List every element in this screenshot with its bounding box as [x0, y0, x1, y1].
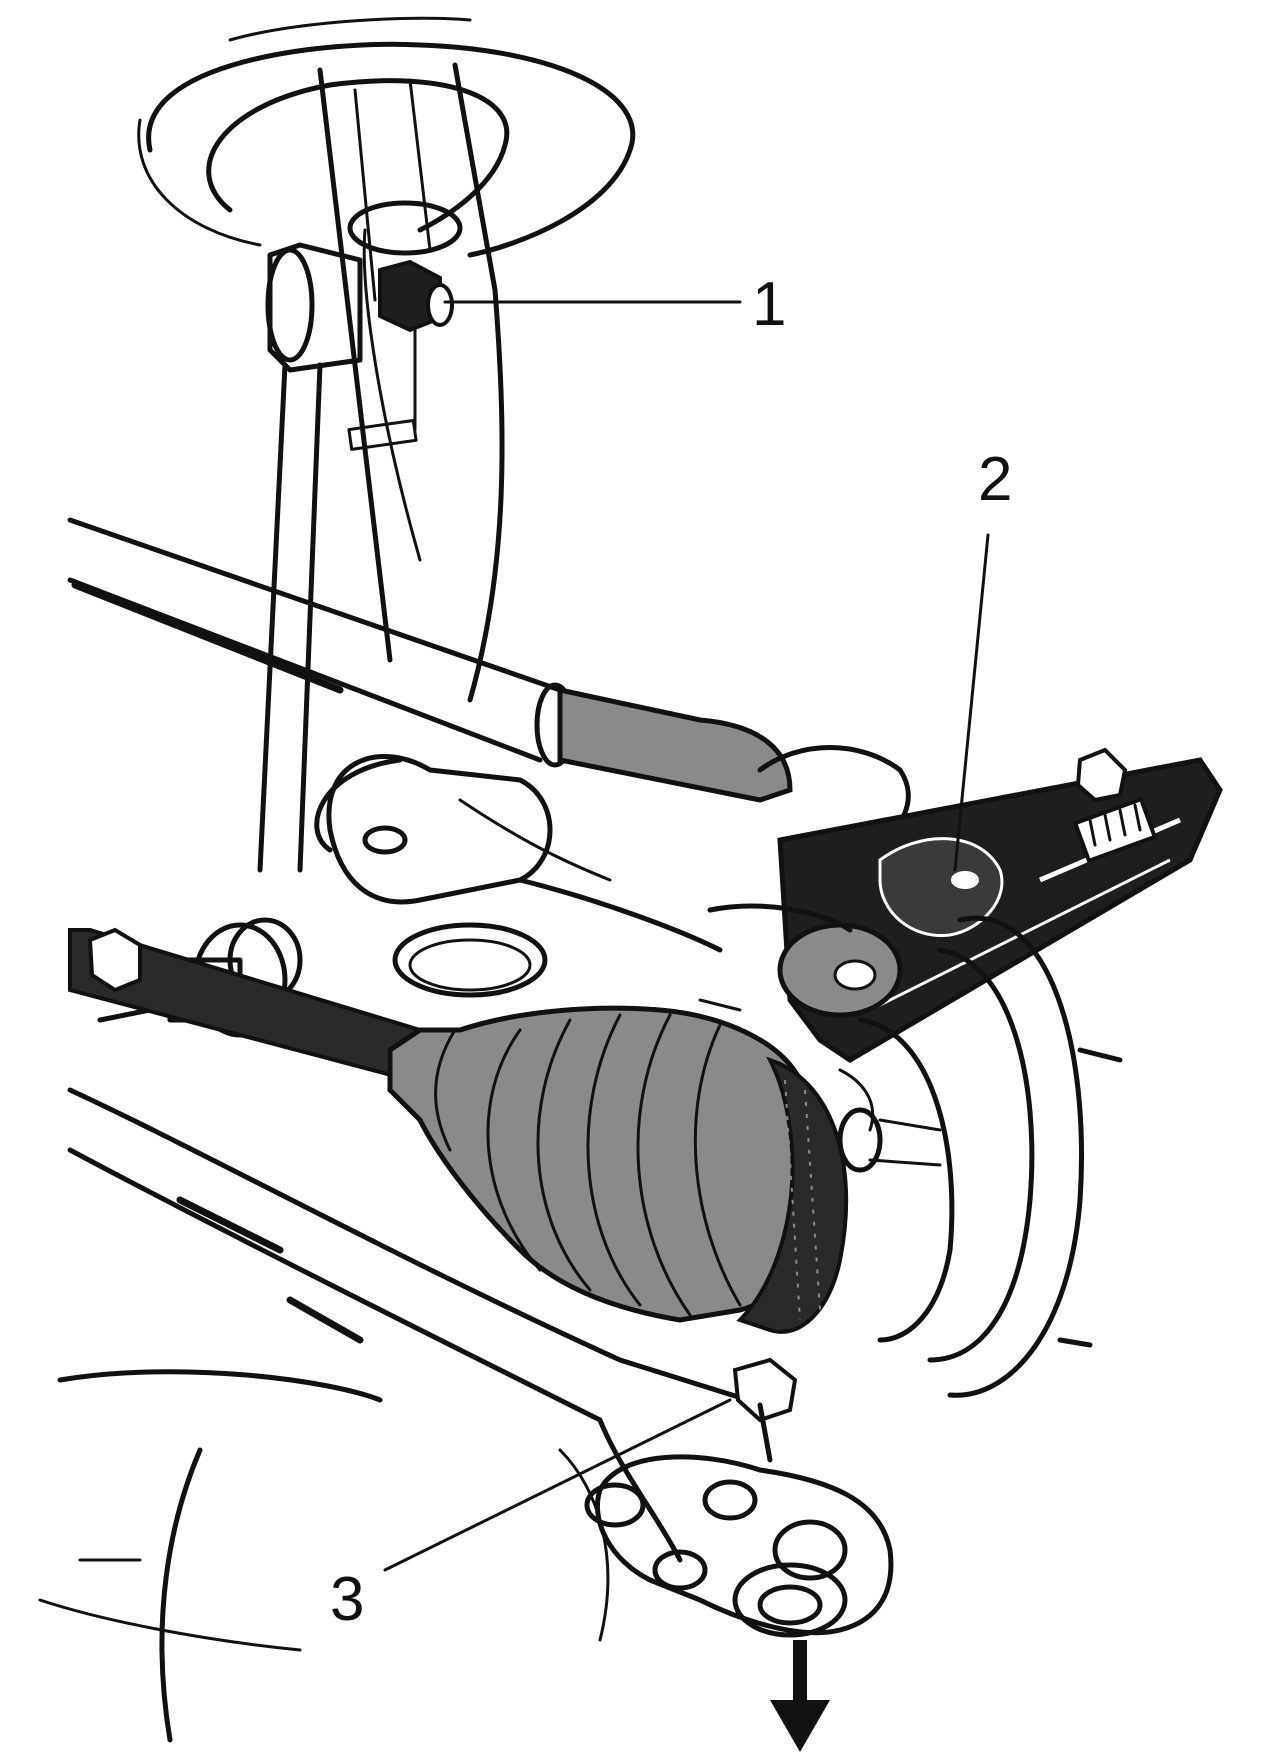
strut-body: [317, 62, 505, 703]
spring-seat: [137, 16, 636, 258]
leader-line-3: [383, 1398, 732, 1572]
stabilizer-link-upper: [257, 242, 363, 873]
callout-leaders: [383, 300, 990, 1572]
hose-clip: [347, 419, 418, 451]
ball-joint-separator-tool: [777, 747, 1223, 1063]
tie-rod: [67, 517, 911, 843]
cv-joint-boot: [387, 1005, 849, 1334]
ball-joint-bracket: [584, 1357, 894, 1638]
wheel-hub: [837, 915, 1123, 1398]
callout-label-1: 1: [752, 270, 786, 339]
leader-line-2: [953, 533, 990, 872]
drive-shaft: [68, 927, 423, 1083]
steering-knuckle: [314, 754, 853, 1012]
callout-label-2: 2: [978, 445, 1012, 514]
callout-label-3: 3: [330, 1565, 364, 1634]
link-nut: [378, 259, 454, 333]
down-arrow-icon: [770, 1640, 830, 1752]
